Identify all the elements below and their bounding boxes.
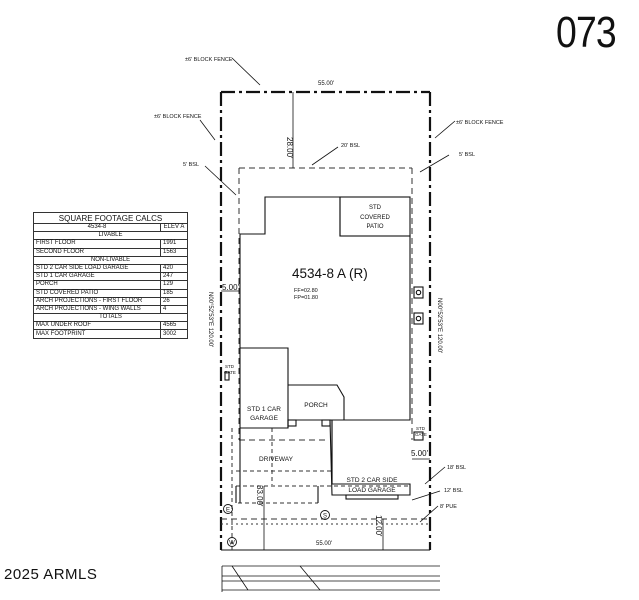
gate-right-2: GATE bbox=[415, 432, 427, 437]
bottom-width-dim: 55.00' bbox=[316, 541, 332, 547]
water-label: W bbox=[229, 541, 235, 547]
fp-elevation: FP=01.80 bbox=[294, 295, 318, 301]
row-value: 3002 bbox=[160, 329, 188, 339]
calc-header-elev: ELEV A bbox=[160, 222, 188, 233]
calc-section-livable: LIVABLE bbox=[33, 231, 188, 241]
sewer-label: S bbox=[323, 514, 327, 520]
patio-label-1: STD bbox=[369, 205, 382, 211]
front-12-bsl: 12' BSL bbox=[444, 488, 463, 494]
row-value: 1991 bbox=[160, 239, 188, 249]
lot-number: 073 bbox=[556, 8, 617, 57]
row-label: ARCH PROJECTIONS - FIRST FLOOR bbox=[33, 296, 161, 306]
row-value: 247 bbox=[160, 272, 188, 282]
gate-left-2: GATE bbox=[224, 370, 236, 375]
row-value: 4565 bbox=[160, 321, 188, 331]
calc-title: SQUARE FOOTAGE CALCS bbox=[33, 212, 188, 224]
row-label: FIRST FLOOR bbox=[33, 239, 161, 249]
garage1-label-2: GARAGE bbox=[250, 415, 278, 422]
row-value: 185 bbox=[160, 288, 188, 298]
calc-header-plan: 4534-8 bbox=[33, 222, 161, 233]
right-bsl: 5' BSL bbox=[459, 152, 475, 158]
garage2-label-1: STD 2 CAR SIDE bbox=[347, 477, 399, 484]
sewer-marker bbox=[320, 510, 330, 520]
ff-elevation: FF=02.80 bbox=[294, 288, 318, 294]
patio-label-2: COVERED bbox=[360, 215, 390, 221]
fence-label-left: ±6' BLOCK FENCE bbox=[154, 114, 202, 120]
row-label: STD COVERED PATIO bbox=[33, 288, 161, 298]
house-outline bbox=[224, 196, 424, 503]
rear-bsl: 20' BSL bbox=[341, 143, 360, 149]
front-yard-dim: 12.00' bbox=[374, 515, 383, 537]
lot-boundary bbox=[219, 90, 432, 551]
dimension-lines bbox=[221, 92, 440, 592]
garage1-label-1: STD 1 CAR bbox=[247, 406, 281, 413]
left-bsl: 5' BSL bbox=[183, 162, 199, 168]
gate-left-1: STD bbox=[225, 364, 235, 369]
right-lot-depth: N00°52'53"E 120.00' bbox=[436, 298, 442, 353]
patio-label-3: PATIO bbox=[366, 224, 383, 230]
garage2-label-2: LOAD GARAGE bbox=[348, 487, 396, 494]
setback-lines bbox=[221, 167, 430, 550]
plan-label: 4534-8 A (R) bbox=[292, 266, 368, 281]
row-value: 420 bbox=[160, 263, 188, 274]
row-value: 4 bbox=[160, 304, 188, 315]
right-side-dim: 5.00' bbox=[411, 449, 429, 458]
calc-section-non-livable: NON-LIVABLE bbox=[33, 255, 188, 265]
electric-marker bbox=[223, 504, 233, 514]
water-marker bbox=[227, 537, 237, 547]
calc-section-totals: TOTALS bbox=[33, 313, 188, 323]
rear-yard-dim: 28.00' bbox=[285, 137, 294, 159]
porch-label: PORCH bbox=[304, 402, 328, 409]
row-label: STD 1 CAR GARAGE bbox=[33, 272, 161, 282]
row-label: STD 2 CAR SIDE LOAD GARAGE bbox=[33, 263, 161, 274]
row-label: PORCH bbox=[33, 280, 161, 290]
row-value: 1563 bbox=[160, 247, 188, 257]
row-value: 129 bbox=[160, 280, 188, 290]
gate-right-1: STD bbox=[416, 426, 426, 431]
row-label: MAX FOOTPRINT bbox=[33, 329, 161, 339]
fence-label-top: ±6' BLOCK FENCE bbox=[185, 57, 233, 63]
fence-label-right: ±6' BLOCK FENCE bbox=[456, 120, 504, 126]
utility-markers bbox=[223, 504, 330, 547]
left-lot-depth: N00°52'53"E 120.00' bbox=[207, 292, 213, 347]
copyright-notice: 2025 ARMLS bbox=[4, 566, 98, 583]
row-label: SECOND FLOOR bbox=[33, 247, 161, 257]
driveway-depth-dim: 33.00' bbox=[255, 485, 264, 507]
row-value: 26 bbox=[160, 296, 188, 306]
electric-label: E bbox=[226, 508, 230, 514]
row-label: MAX UNDER ROOF bbox=[33, 321, 161, 331]
side-18-bsl: 18' BSL bbox=[447, 465, 466, 471]
row-label: ARCH PROJECTIONS - WING WALLS bbox=[33, 304, 161, 315]
left-side-dim: 5.00' bbox=[222, 283, 240, 292]
leader-lines bbox=[199, 57, 456, 523]
top-width-dim: 55.00' bbox=[318, 81, 334, 87]
pue-label: 8' PUE bbox=[440, 504, 457, 510]
driveway-label: DRIVEWAY bbox=[259, 456, 294, 463]
